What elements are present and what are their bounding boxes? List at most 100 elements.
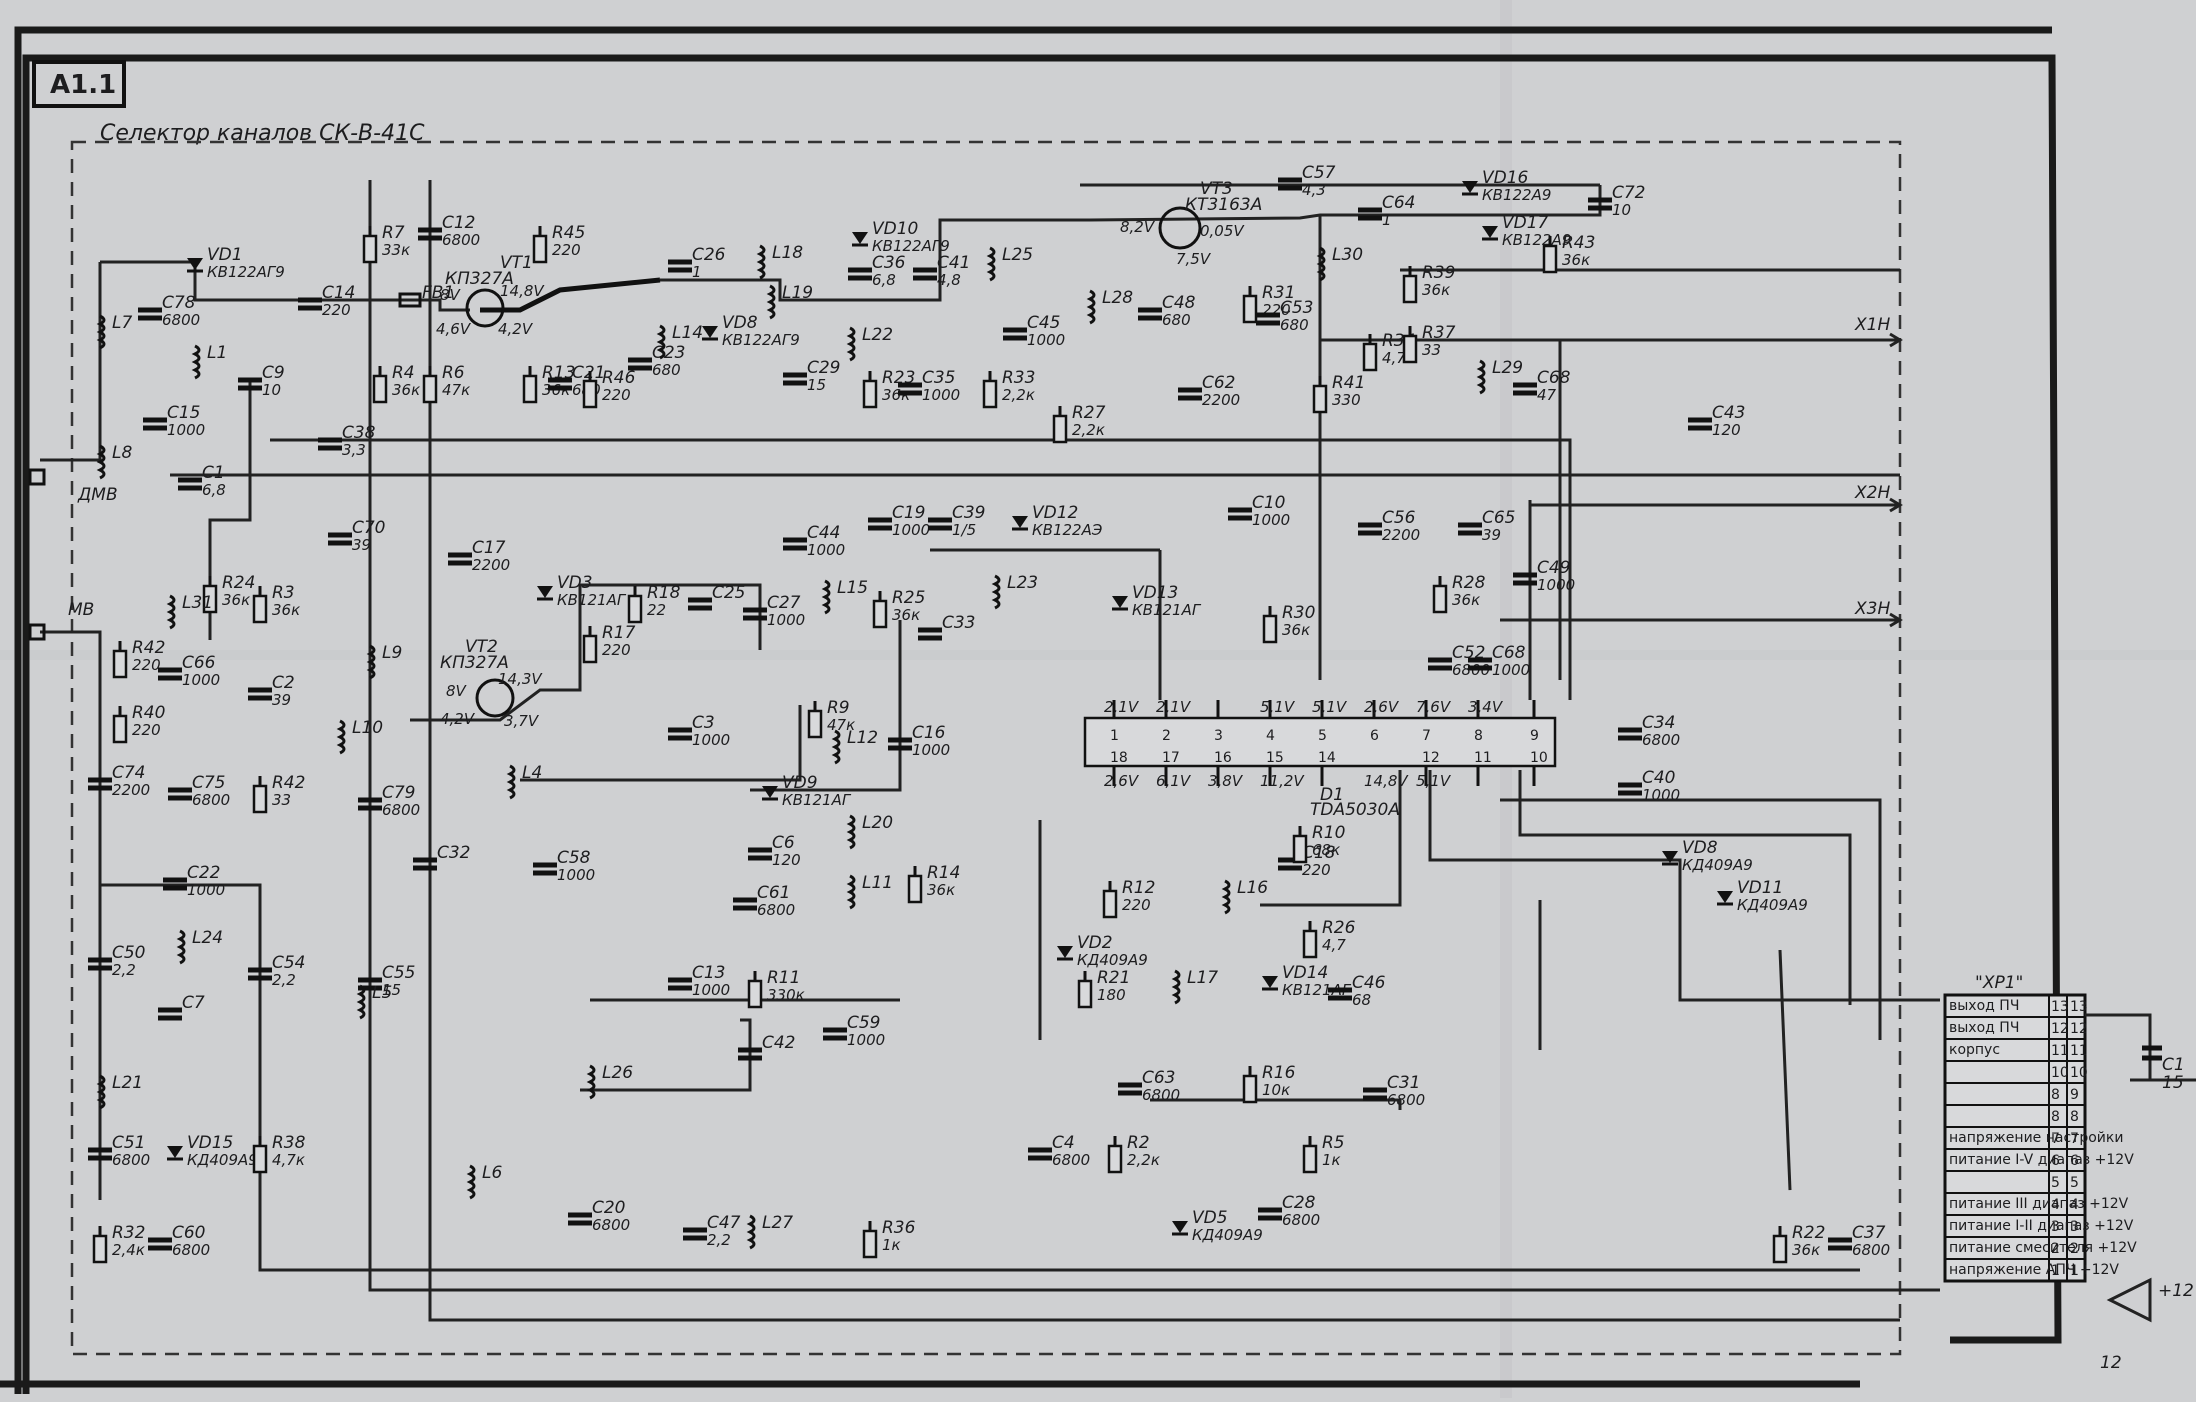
component-value: КВ122А9 xyxy=(1482,186,1551,204)
inductor-symbol xyxy=(1316,246,1326,282)
component-ref: L4 xyxy=(522,763,542,783)
component-value: 68 xyxy=(1352,991,1371,1009)
component-ref: VD11 xyxy=(1737,878,1783,898)
resistor-symbol xyxy=(862,1229,878,1259)
component-ref: C39 xyxy=(952,503,986,523)
resistor-symbol xyxy=(422,374,438,404)
component-ref: R42 xyxy=(132,638,165,658)
inductor-symbol xyxy=(846,874,856,910)
connector-pin-a: 13 xyxy=(2051,999,2069,1015)
transistor-vt1: VT1 КП327А 8V 14,8V 4,6V 4,2V xyxy=(436,253,545,338)
component-value: 120 xyxy=(1712,421,1741,439)
output-x1h: Х1Н xyxy=(1854,315,1890,335)
component-ref: VD2 xyxy=(1077,933,1113,953)
resistor-symbol xyxy=(252,784,268,814)
component-ref: R12 xyxy=(1122,878,1155,898)
resistor-symbol xyxy=(862,379,878,409)
component-ref: C50 xyxy=(112,943,146,963)
component-ref: L30 xyxy=(1332,245,1363,265)
component-ref: L23 xyxy=(1007,573,1038,593)
component-value: 6800 xyxy=(757,901,795,919)
component-l31: L31 xyxy=(166,593,213,630)
inductor-symbol xyxy=(586,1064,596,1100)
component-value: 6800 xyxy=(382,801,420,819)
component-value: 6800 xyxy=(112,1151,150,1169)
connector-pin-a: 12 xyxy=(2051,1021,2069,1037)
component-ref: C42 xyxy=(762,1033,796,1053)
page-number: 12 xyxy=(2100,1353,2122,1373)
component-value: 6,8 xyxy=(202,481,226,499)
component-value: 39 xyxy=(352,536,371,554)
component-ref: C36 xyxy=(872,253,906,273)
component-value: 10 xyxy=(262,381,281,399)
resistor-symbol xyxy=(807,709,823,739)
component-ref: R25 xyxy=(892,588,925,608)
component-ref: L22 xyxy=(862,325,893,345)
connector-pin-a: 5 xyxy=(2051,1175,2060,1191)
component-value: 39 xyxy=(272,691,291,709)
component-ref: VD10 xyxy=(872,219,918,239)
resistor-symbol xyxy=(1432,584,1448,614)
component-l15: L15 xyxy=(821,578,868,615)
inductor-symbol xyxy=(846,814,856,850)
component-value: 680 xyxy=(652,361,681,379)
component-value: 180 xyxy=(1097,986,1126,1004)
component-l21: L21 xyxy=(96,1073,143,1110)
component-value: 36к xyxy=(927,881,955,899)
diode-symbol xyxy=(167,1146,183,1158)
component-ref: C17 xyxy=(472,538,506,558)
component-value: КВ121АГ xyxy=(1282,981,1352,999)
resistor-symbol xyxy=(1772,1234,1788,1264)
resistor-symbol xyxy=(1302,1144,1318,1174)
component-value: 6800 xyxy=(1282,1211,1320,1229)
component-ref: L6 xyxy=(482,1163,502,1183)
ic-pin-top: 7 xyxy=(1422,728,1431,744)
component-ref: L26 xyxy=(602,1063,633,1083)
component-ref: L20 xyxy=(862,813,893,833)
connector-row-label: корпус xyxy=(1949,1042,2000,1058)
component-value: 47к xyxy=(827,716,855,734)
component-value: 1000 xyxy=(182,671,220,689)
component-value: 2,2 xyxy=(707,1231,731,1249)
resistor-symbol xyxy=(1542,244,1558,274)
diode-symbol xyxy=(1662,851,1678,863)
component-value: 33к xyxy=(382,241,410,259)
connector-pin-b: 3 xyxy=(2070,1219,2079,1235)
component-value: 1000 xyxy=(692,981,730,999)
ic-pin-voltage: 5,1V xyxy=(1260,698,1296,716)
component-l4: L4 xyxy=(506,763,542,800)
resistor-symbol xyxy=(1262,614,1278,644)
resistor-symbol xyxy=(1312,384,1328,414)
component-l19: L19 xyxy=(766,283,813,320)
component-ref: R3 xyxy=(272,583,295,603)
ic-pin-top: 8 xyxy=(1474,728,1483,744)
component-value: 120 xyxy=(772,851,801,869)
